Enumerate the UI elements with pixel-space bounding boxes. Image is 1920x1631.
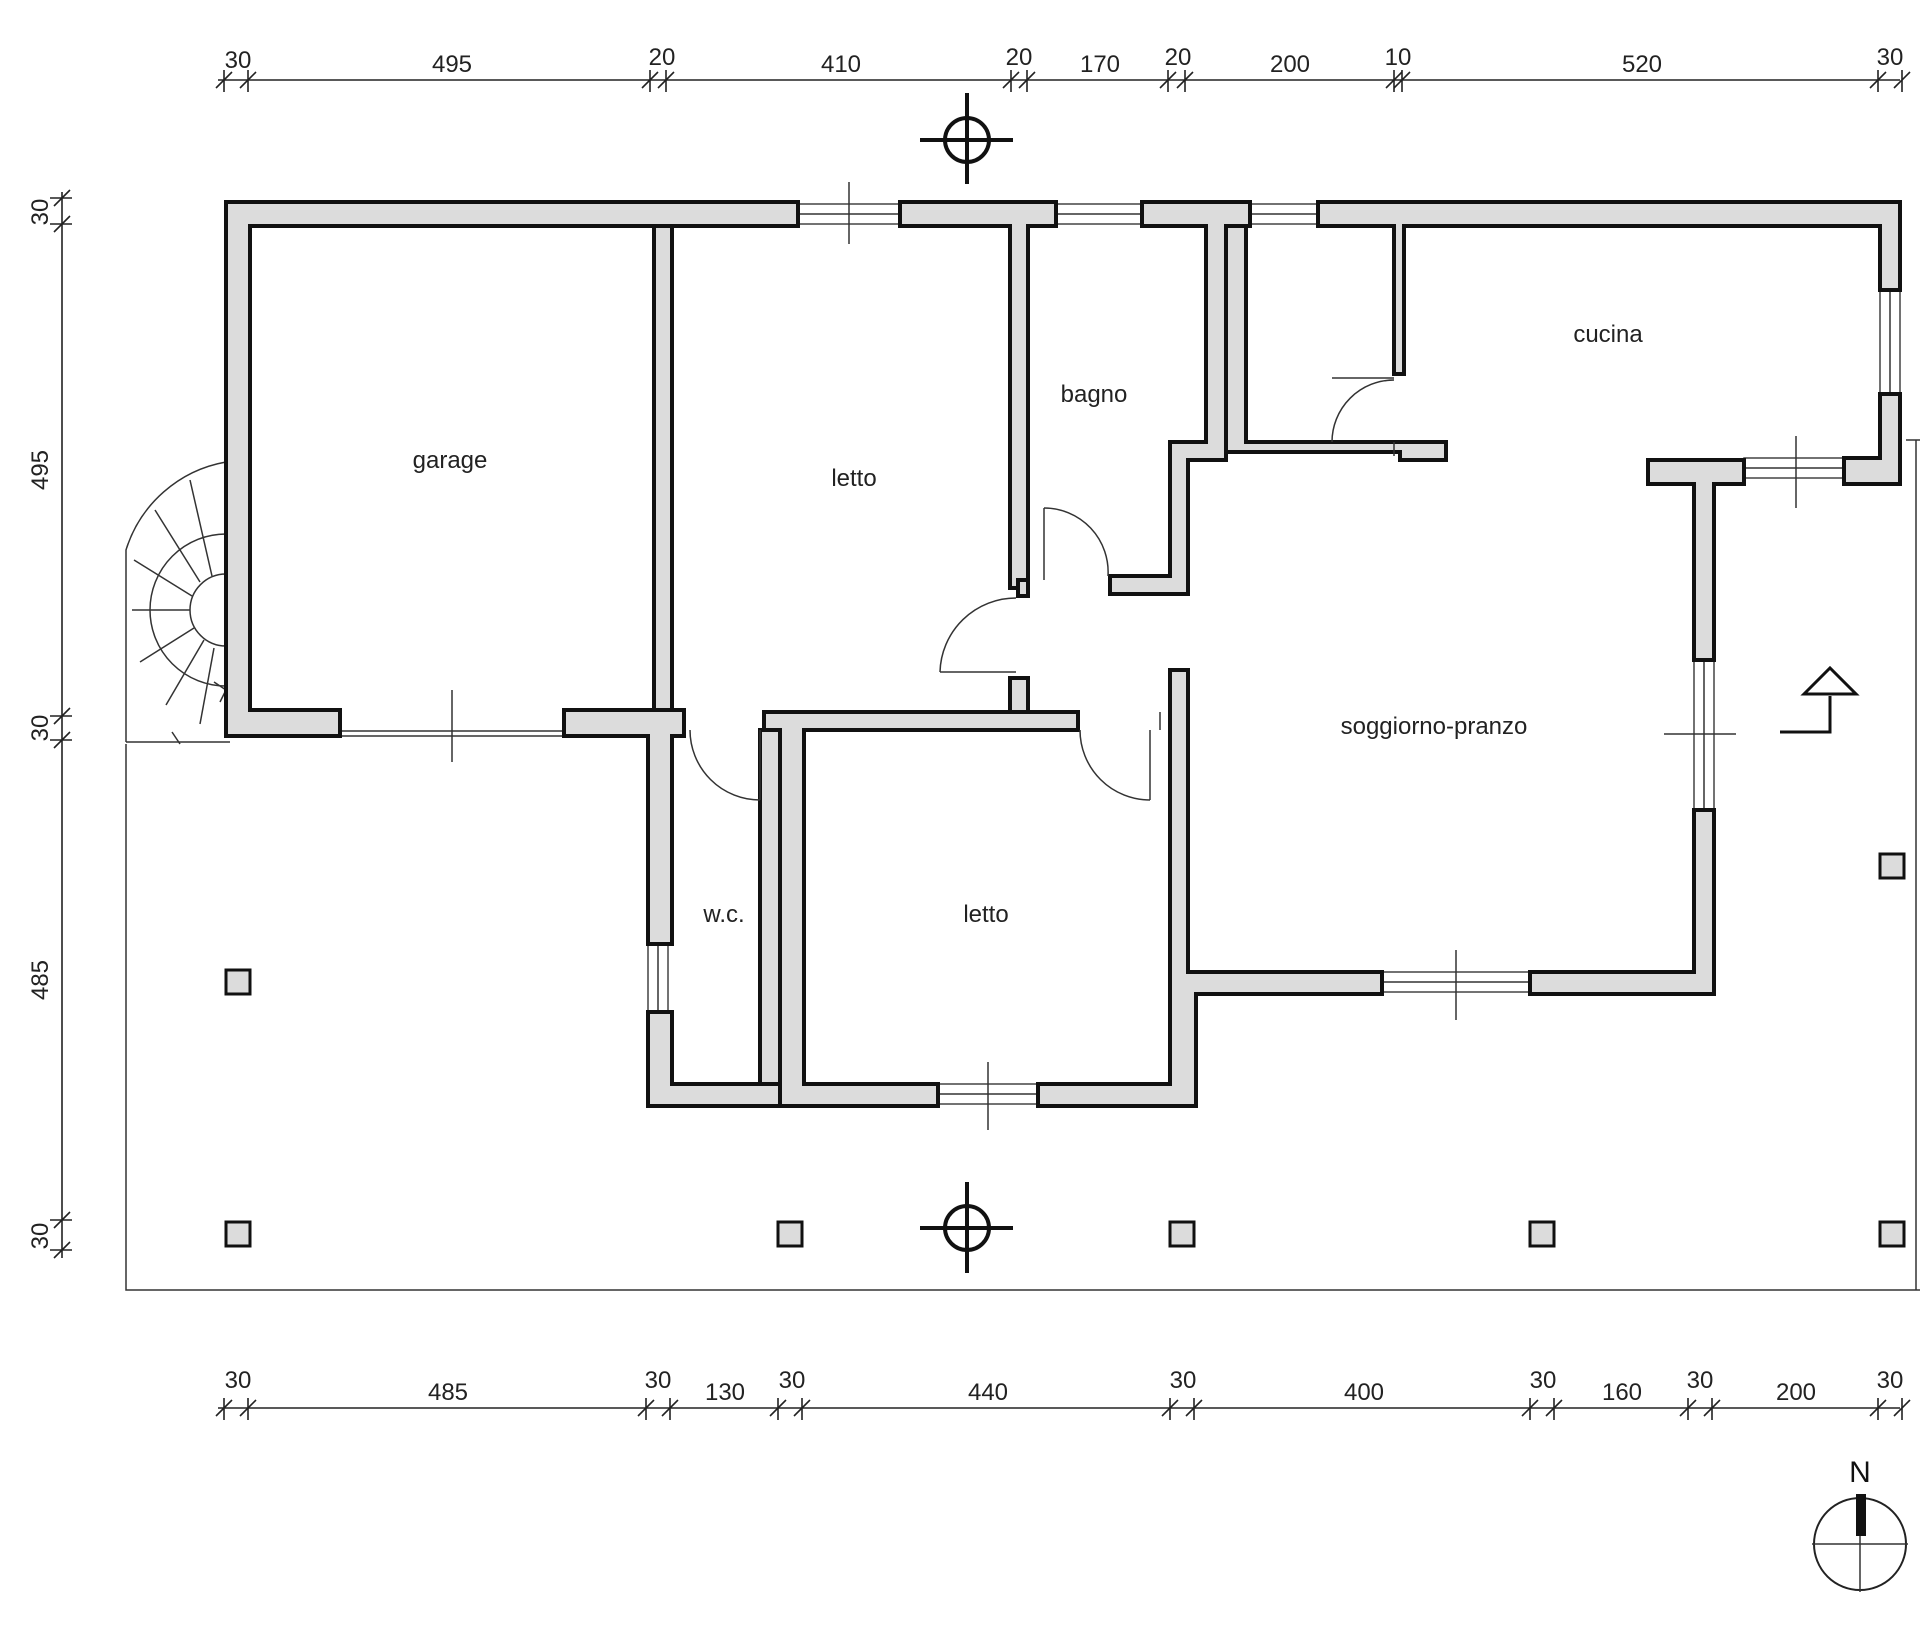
bottom-dim-4: 30: [779, 1367, 806, 1394]
room-label-cucina: cucina: [1573, 321, 1643, 348]
bottom-dim-2: 30: [645, 1367, 672, 1394]
walls: [224, 200, 1902, 1108]
pillar: [1878, 852, 1906, 880]
bottom-dim-12: 30: [1877, 1367, 1904, 1394]
left-dim-1: 495: [27, 450, 54, 490]
top-dim-0: 30: [225, 47, 252, 74]
top-dim-7: 200: [1270, 51, 1310, 78]
bottom-dimension-chain: 30 485 30 130 30 440 30 400 30 160 30 20…: [215, 1367, 1911, 1420]
bottom-dim-5: 440: [968, 1379, 1008, 1406]
room-label-letto: letto: [831, 465, 876, 492]
spiral-staircase: [125, 461, 227, 745]
room-labels: garage letto bagno cucina soggiorno-pran…: [413, 321, 1644, 928]
top-dim-6: 20: [1165, 44, 1192, 71]
section-axis-marker-bottom: [920, 1182, 1013, 1273]
left-dim-2: 30: [27, 715, 54, 742]
room-label-letto-2: letto: [963, 901, 1008, 928]
section-axis-marker-top: [920, 93, 1013, 184]
top-dim-2: 20: [649, 44, 676, 71]
room-label-soggiorno-pranzo: soggiorno-pranzo: [1341, 713, 1528, 740]
pillar: [1528, 1220, 1556, 1248]
bottom-dim-8: 30: [1530, 1367, 1557, 1394]
left-dim-0: 30: [27, 199, 54, 226]
bottom-dim-7: 400: [1344, 1379, 1384, 1406]
pillar: [1168, 1220, 1196, 1248]
compass-needle-icon: [1856, 1494, 1866, 1536]
top-dimension-chain: 30 495 20 410 20 170 20 200 10 520 30: [215, 44, 1911, 92]
doors: [689, 377, 1395, 801]
bottom-dim-11: 200: [1776, 1379, 1816, 1406]
bottom-dim-3: 130: [705, 1379, 745, 1406]
room-label-bagno: bagno: [1061, 381, 1128, 408]
top-dim-3: 410: [821, 51, 861, 78]
room-label-wc: w.c.: [702, 901, 744, 928]
north-compass: N: [1812, 1456, 1908, 1592]
top-dim-5: 170: [1080, 51, 1120, 78]
bottom-dim-6: 30: [1170, 1367, 1197, 1394]
compass-north-label: N: [1849, 1456, 1871, 1489]
top-dim-4: 20: [1006, 44, 1033, 71]
top-dim-1: 495: [432, 51, 472, 78]
entrance-arrow-icon: [1780, 665, 1860, 734]
bottom-dim-10: 30: [1687, 1367, 1714, 1394]
pillar: [776, 1220, 804, 1248]
left-dim-3: 485: [27, 960, 54, 1000]
bottom-dim-9: 160: [1602, 1379, 1642, 1406]
pillar: [224, 968, 252, 996]
top-dim-10: 30: [1877, 44, 1904, 71]
left-dim-4: 30: [27, 1223, 54, 1250]
pillar: [224, 1220, 252, 1248]
room-label-garage: garage: [413, 447, 488, 474]
top-dim-8: 10: [1385, 44, 1412, 71]
pillars: [224, 852, 1906, 1248]
bottom-dim-1: 485: [428, 1379, 468, 1406]
left-dimension-chain: 30 495 30 485 30: [27, 189, 72, 1259]
top-dim-9: 520: [1622, 51, 1662, 78]
bottom-dim-0: 30: [225, 1367, 252, 1394]
pillar: [1878, 1220, 1906, 1248]
